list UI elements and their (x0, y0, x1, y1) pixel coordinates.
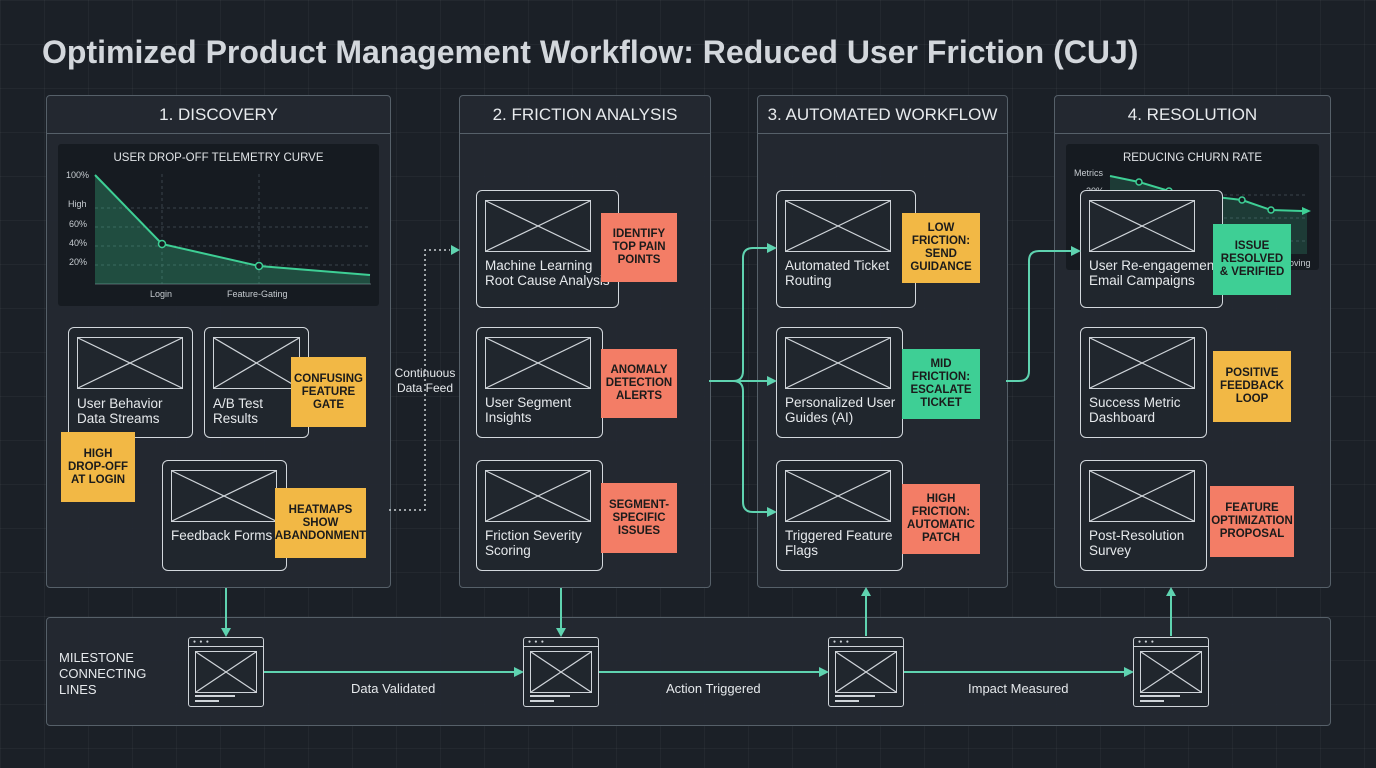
sticky-note: FEATURE OPTIMIZATION PROPOSAL (1210, 486, 1294, 557)
y-tick: 60% (69, 219, 88, 229)
image-placeholder (77, 337, 183, 389)
milestone-step: Impact Measured (968, 681, 1069, 696)
card-user-behavior[interactable]: User Behavior Data Streams (68, 327, 193, 438)
y-tick: 100% (66, 170, 90, 180)
card-feature-flags[interactable]: Triggered Feature Flags (776, 460, 903, 571)
image-placeholder (485, 470, 591, 522)
image-placeholder (485, 200, 591, 252)
image-placeholder (785, 470, 891, 522)
phase-friction-analysis: 2. FRICTION ANALYSIS Machine Learning Ro… (459, 95, 711, 588)
sticky-note: ISSUE RESOLVED & VERIFIED (1213, 224, 1291, 295)
phase-automated-workflow: 3. AUTOMATED WORKFLOW Automated Ticket R… (757, 95, 1008, 588)
milestone-screen-icon: ● ● ● (523, 637, 599, 707)
card-personalized-guides[interactable]: Personalized User Guides (AI) (776, 327, 903, 438)
phase-resolution: 4. RESOLUTION REDUCING CHURN RATE Metric… (1054, 95, 1331, 588)
y-tick: 40% (69, 238, 88, 248)
milestone-step: Data Validated (351, 681, 436, 696)
card-label: Triggered Feature Flags (785, 528, 893, 558)
phase-title: 3. AUTOMATED WORKFLOW (758, 96, 1007, 134)
sticky-note: LOW FRICTION: SEND GUIDANCE (902, 213, 980, 283)
phase-title: 1. DISCOVERY (47, 96, 390, 134)
card-label: Success Metric Dashboard (1089, 395, 1181, 425)
drop-off-curve (94, 174, 371, 285)
phase-discovery: 1. DISCOVERY USER DROP-OFF TELEMETRY CUR… (46, 95, 391, 588)
x-tick: Login (150, 289, 173, 299)
feed-label: Continuous Data Feed (394, 366, 456, 395)
card-label: User Segment Insights (485, 395, 572, 425)
card-ml-root-cause[interactable]: Machine Learning Root Cause Analysis (476, 190, 619, 308)
card-label: Automated Ticket Routing (785, 258, 890, 288)
milestone-step: Action Triggered (666, 681, 761, 696)
card-label: Post-Resolution Survey (1089, 528, 1185, 558)
milestone-screen-icon: ● ● ● (188, 637, 264, 707)
card-success-dashboard[interactable]: Success Metric Dashboard (1080, 327, 1207, 438)
image-placeholder (785, 337, 891, 389)
card-post-resolution-survey[interactable]: Post-Resolution Survey (1080, 460, 1207, 571)
sticky-note: HIGH FRICTION: AUTOMATIC PATCH (902, 484, 980, 554)
x-tick: Feature-Gating (227, 289, 288, 299)
sticky-note: POSITIVE FEEDBACK LOOP (1213, 351, 1291, 422)
y-axis-label: Metrics (1074, 168, 1103, 178)
milestone-screen-icon: ● ● ● (1133, 637, 1209, 707)
card-feedback-forms[interactable]: Feedback Forms (162, 460, 287, 571)
image-placeholder (1089, 337, 1195, 389)
y-tick: 20% (69, 257, 88, 267)
image-placeholder (785, 200, 891, 252)
card-reengagement[interactable]: User Re-engagement Email Campaigns (1080, 190, 1223, 308)
chart-title: REDUCING CHURN RATE (1122, 152, 1263, 164)
image-placeholder (213, 337, 300, 389)
card-label: Friction Severity Scoring (485, 528, 582, 558)
phase-title: 4. RESOLUTION (1055, 96, 1330, 134)
card-ab-test[interactable]: A/B Test Results (204, 327, 309, 438)
image-placeholder (1089, 470, 1195, 522)
card-friction-severity[interactable]: Friction Severity Scoring (476, 460, 603, 571)
card-label: Machine Learning Root Cause Analysis (485, 258, 610, 288)
sticky-note: ANOMALY DETECTION ALERTS (601, 349, 677, 418)
image-placeholder (1089, 200, 1195, 252)
milestone-screen-icon: ● ● ● (828, 637, 904, 707)
chart-title: USER DROP-OFF TELEMETRY CURVE (113, 152, 324, 164)
card-label: Feedback Forms (171, 528, 273, 543)
sticky-note: HIGH DROP-OFF AT LOGIN (61, 432, 135, 502)
sticky-note: MID FRICTION: ESCALATE TICKET (902, 349, 980, 419)
card-label: Personalized User Guides (AI) (785, 395, 896, 425)
sticky-note: HEATMAPS SHOW ABANDONMENT (275, 488, 366, 558)
card-label: User Re-engagement Email Campaigns (1089, 258, 1219, 288)
y-tick: High (68, 199, 87, 209)
image-placeholder (485, 337, 591, 389)
card-ticket-routing[interactable]: Automated Ticket Routing (776, 190, 916, 308)
sticky-note: IDENTIFY TOP PAIN POINTS (601, 213, 677, 282)
card-label: A/B Test Results (213, 396, 264, 426)
milestone-title: MILESTONE CONNECTING LINES (59, 650, 147, 697)
card-user-segment[interactable]: User Segment Insights (476, 327, 603, 438)
drop-off-chart: USER DROP-OFF TELEMETRY CURVE 100% High … (58, 144, 379, 306)
sticky-note: CONFUSING FEATURE GATE (291, 357, 366, 427)
image-placeholder (171, 470, 277, 522)
page-title: Optimized Product Management Workflow: R… (42, 34, 1139, 70)
card-label: User Behavior Data Streams (77, 396, 163, 426)
phase-title: 2. FRICTION ANALYSIS (460, 96, 710, 134)
sticky-note: SEGMENT-SPECIFIC ISSUES (601, 483, 677, 553)
